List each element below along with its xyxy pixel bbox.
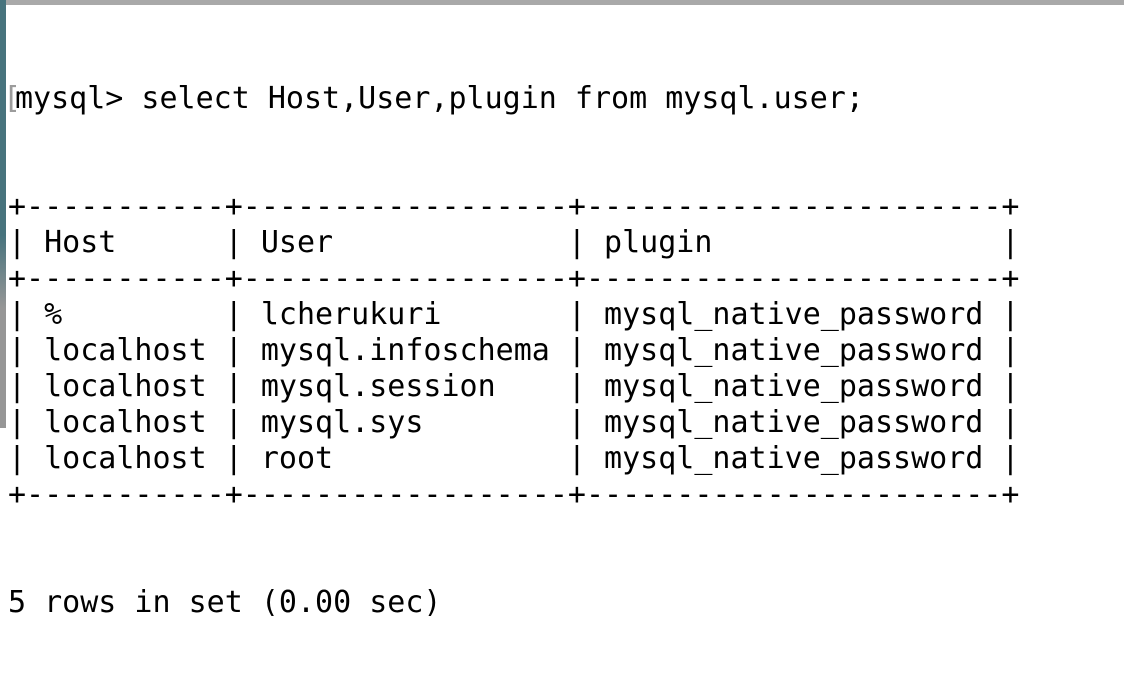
- query-result-table: +-----------+------------------+--------…: [8, 189, 1020, 512]
- prompt-mark: [: [3, 81, 22, 116]
- command-echo-text: mysql> select Host,User,plugin from mysq…: [15, 81, 864, 116]
- status-line: 5 rows in set (0.00 sec): [8, 585, 442, 620]
- terminal-window[interactable]: [mysql> select Host,User,plugin from mys…: [0, 0, 1124, 620]
- window-top-edge: [6, 0, 1124, 5]
- window-left-edge: [0, 0, 6, 428]
- command-line: [mysql> select Host,User,plugin from mys…: [3, 81, 1019, 117]
- terminal-output: [mysql> select Host,User,plugin from mys…: [3, 9, 1020, 693]
